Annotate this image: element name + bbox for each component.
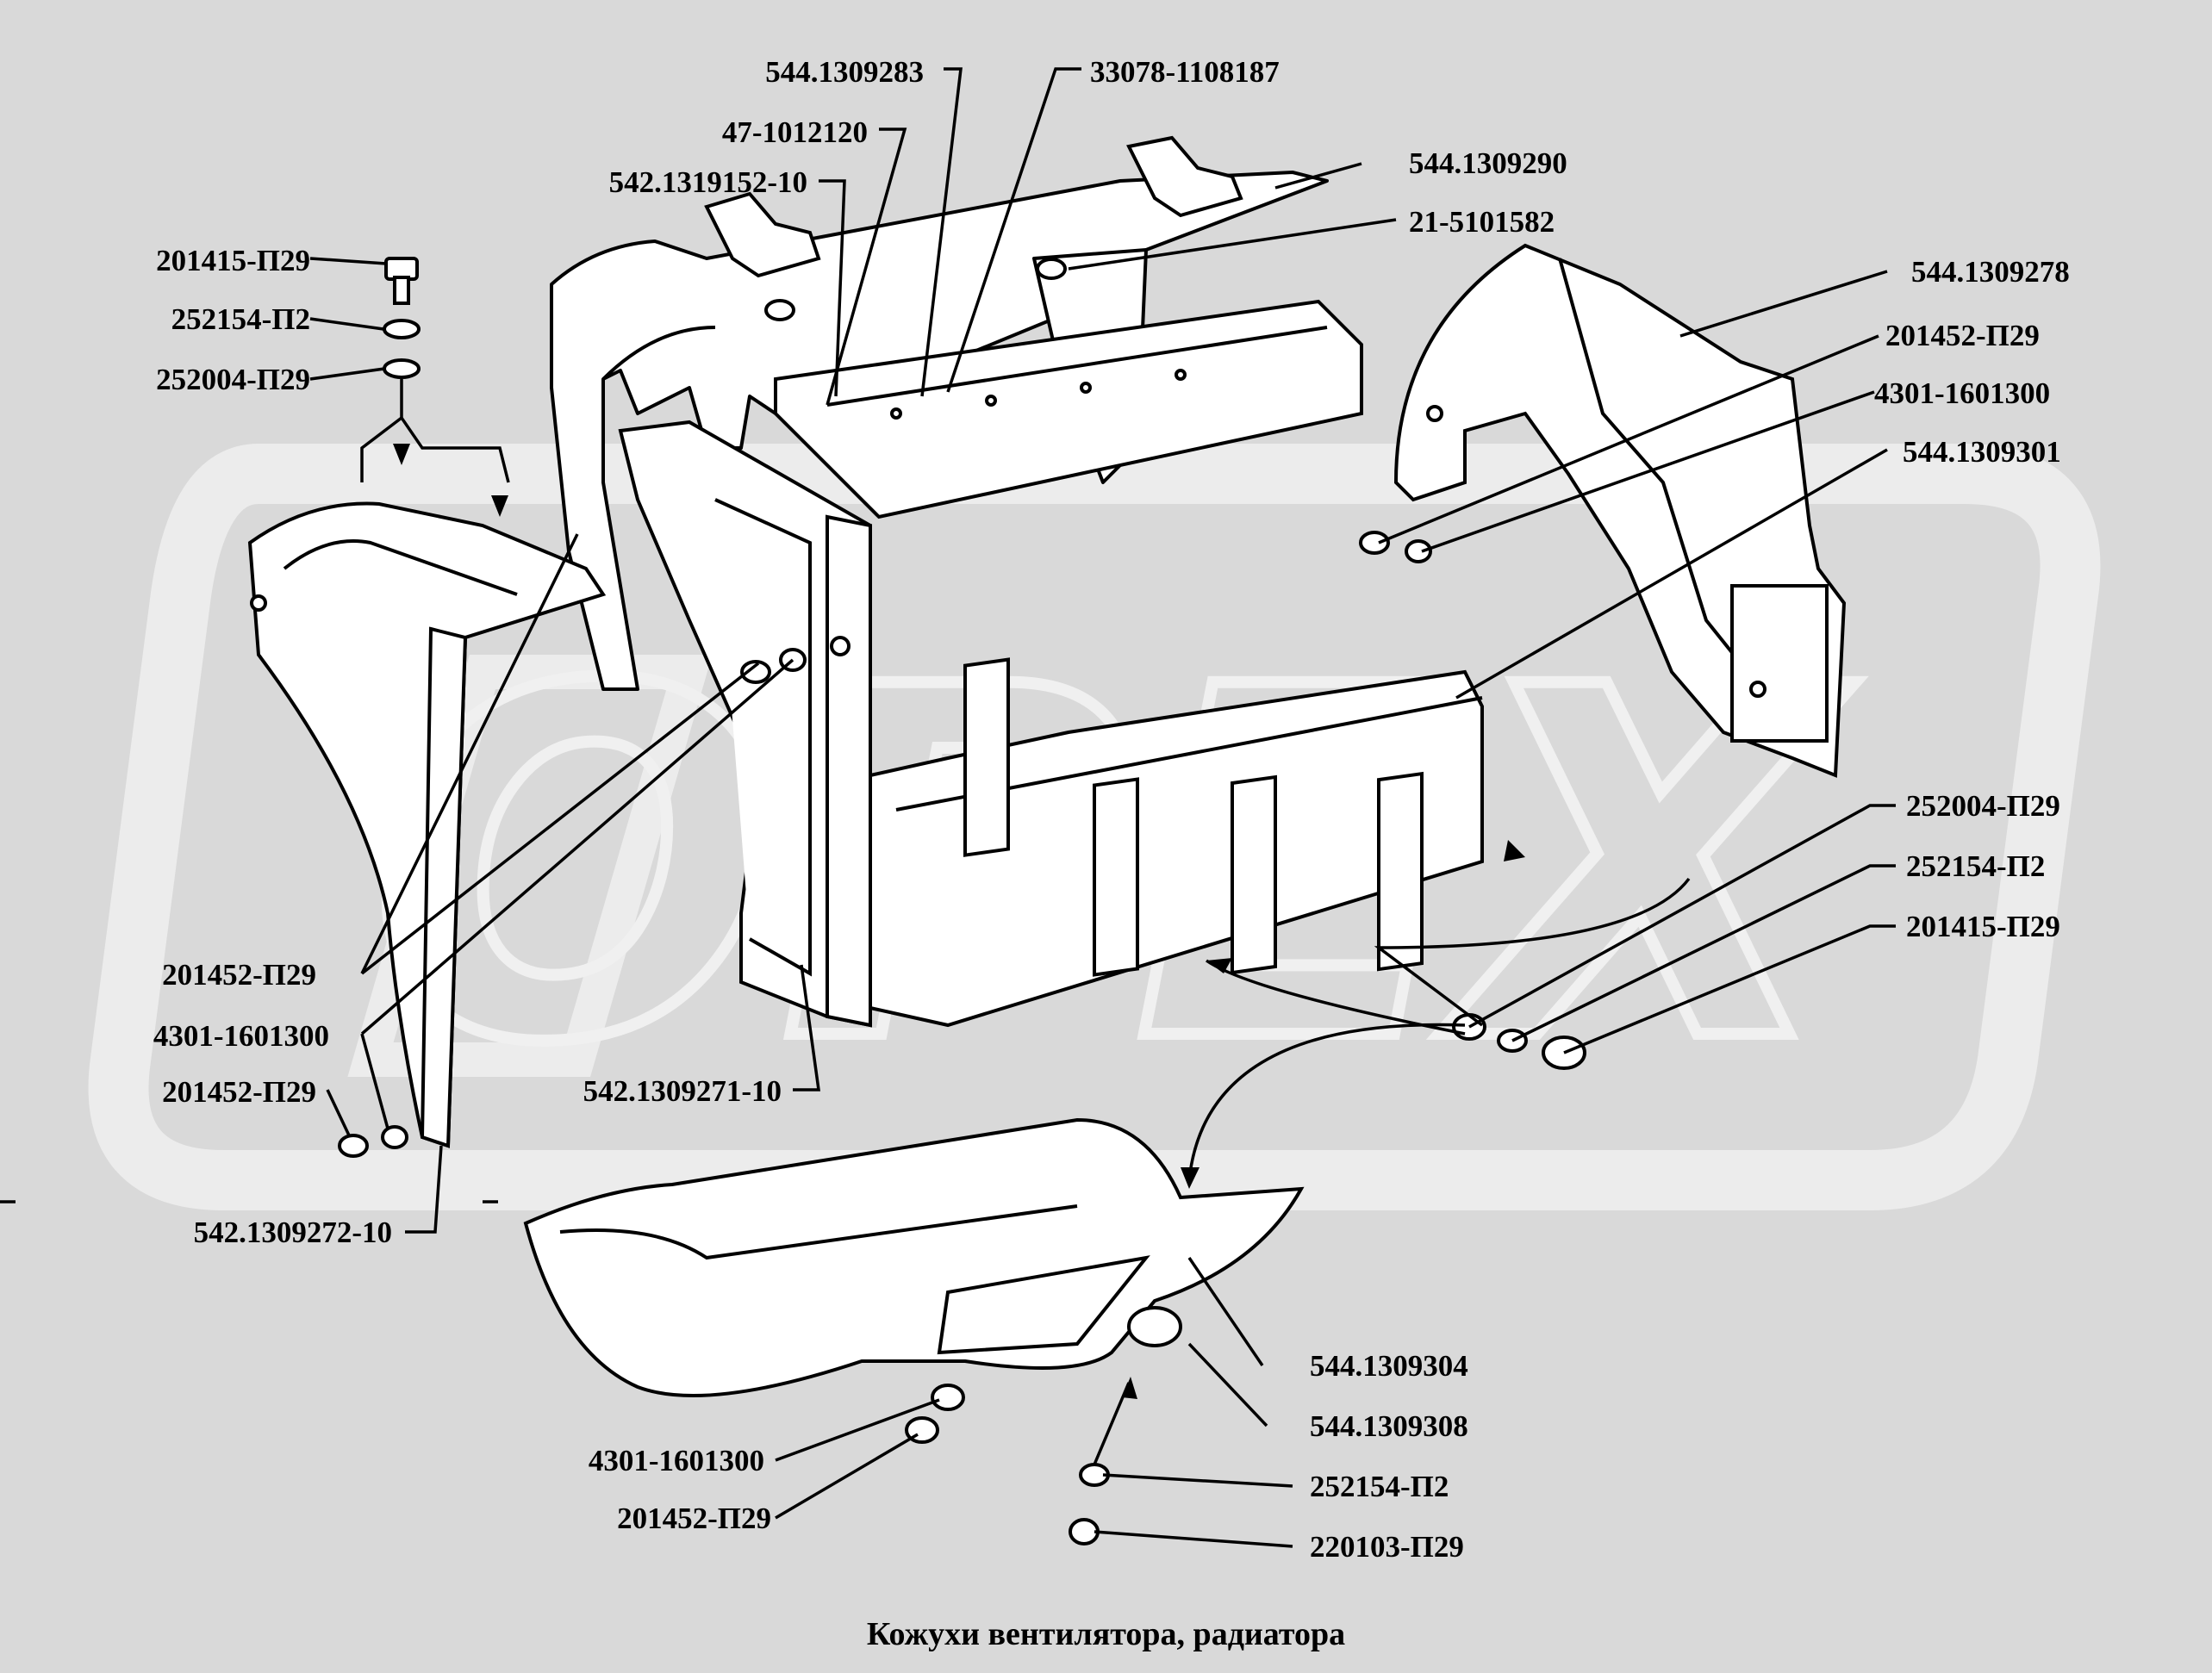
callout-label: 252154-П2 [171,302,310,336]
grille-part [869,657,1484,1028]
fasteners [338,257,1586,1546]
callout-label: 201452-П29 [617,1502,771,1535]
callout-label: 544.1309301 [1903,435,2061,469]
callout-label: 220103-П29 [1310,1530,1464,1564]
callout-label: 252004-П29 [156,363,310,396]
top-rail-part [774,299,1363,519]
callout-label: 33078-1108187 [1090,55,1280,89]
callout-label: 544.1309308 [1310,1409,1468,1443]
callout-label: 544.1309304 [1310,1349,1468,1383]
callout-label: 252154-П2 [1310,1470,1449,1503]
callout-label: 544.1309283 [765,55,924,89]
callout-label: 252154-П2 [1906,849,2046,883]
right-shroud-part [1393,243,1847,778]
callout-label: 4301-1601300 [153,1019,329,1053]
arrow-heads [393,444,1525,1399]
callout-label: 4301-1601300 [588,1444,764,1477]
bottom-shroud-part [523,1117,1305,1397]
leader-lines [0,67,1896,1548]
callout-label: 252004-П29 [1906,789,2060,823]
callout-label: 21-5101582 [1409,205,1555,239]
top-brackets [704,135,1243,321]
left-shroud-part [247,501,607,1148]
callout-label: 544.1309290 [1409,146,1567,180]
callout-label: 201452-П29 [162,1075,316,1109]
callout-label: 201452-П29 [162,958,316,992]
callout-label: 542.1309271-10 [583,1074,782,1108]
callout-label: 201415-П29 [156,244,310,277]
callout-label: 542.1319152-10 [608,165,807,199]
callout-label: 4301-1601300 [1874,376,2051,410]
callout-label: 47-1012120 [721,115,868,149]
callout-label: 201452-П29 [1885,319,2040,352]
callout-label: 542.1309272-10 [193,1216,392,1249]
callout-label: 201415-П29 [1906,910,2060,943]
callout-label: 544.1309278 [1911,255,2070,289]
side-panel-part [618,420,872,1028]
figure-caption: Кожухи вентилятора, радиатора [866,1616,1346,1652]
